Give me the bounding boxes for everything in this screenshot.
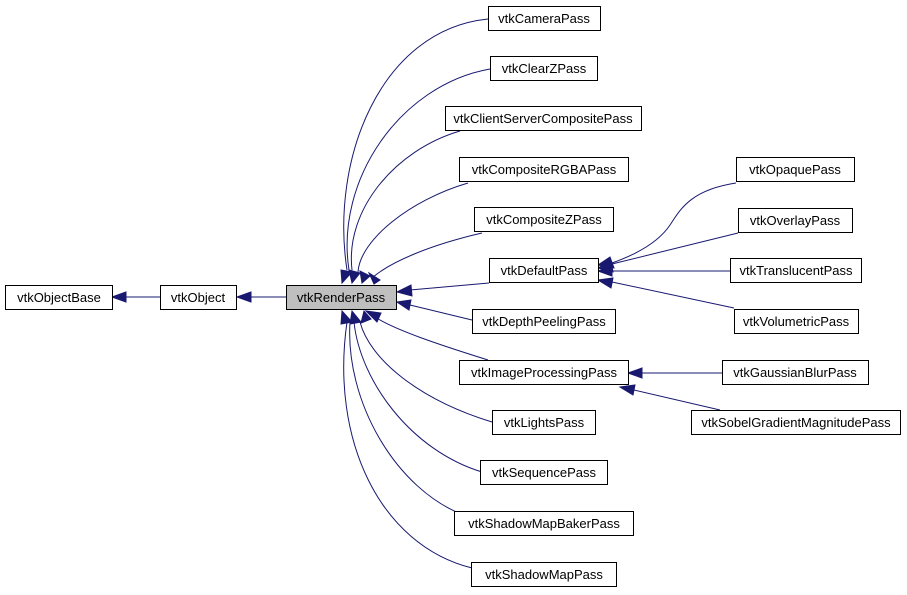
nodes: vtkObjectBase vtkObject vtkRenderPass vt…: [5, 6, 901, 587]
edge-imageprocessingpass: [374, 316, 489, 361]
node-label: vtkShadowMapPass: [485, 567, 603, 582]
node-vtkdefaultpass[interactable]: vtkDefaultPass: [489, 258, 599, 283]
arrowhead-renderpass-right-low: [395, 299, 412, 311]
arrowhead-renderpass-top-2: [348, 269, 361, 285]
node-label: vtkShadowMapBakerPass: [468, 516, 620, 531]
arrowhead-renderpass-top-3: [359, 270, 371, 284]
node-label: vtkDefaultPass: [501, 263, 588, 278]
arrowhead-defaultpass-4: [596, 277, 614, 289]
edge-opaquepass: [611, 182, 737, 264]
node-label: vtkImageProcessingPass: [471, 365, 617, 380]
node-vtkgaussianblurpass[interactable]: vtkGaussianBlurPass: [722, 360, 869, 385]
arrowhead-renderpass-right: [395, 284, 413, 297]
node-label: vtkCompositeZPass: [486, 212, 602, 227]
node-vtkrenderpass-current: vtkRenderPass: [286, 285, 397, 310]
arrowhead-renderpass-bottom-1: [340, 309, 353, 325]
arrowhead-renderpass-top-4: [367, 271, 381, 285]
node-vtkcamerapass[interactable]: vtkCameraPass: [488, 6, 601, 31]
node-label: vtkLightsPass: [504, 415, 585, 430]
node-label: vtkVolumetricPass: [743, 314, 850, 329]
edge-camerapass: [343, 18, 489, 271]
node-vtkclearzpass[interactable]: vtkClearZPass: [490, 56, 598, 81]
edge-overlaypass: [611, 232, 739, 265]
node-vtkopaquepass[interactable]: vtkOpaquePass: [736, 157, 855, 182]
node-label: vtkObjectBase: [17, 290, 101, 305]
node-label: vtkCameraPass: [498, 11, 590, 26]
node-label: vtkClearZPass: [502, 61, 587, 76]
edge-clearzpass: [346, 68, 491, 271]
node-vtkcompositergbapass[interactable]: vtkCompositeRGBAPass: [459, 157, 629, 182]
edge-depthpeelingpass: [409, 304, 473, 321]
node-label: vtkRenderPass: [297, 290, 386, 305]
edge-shadowmappass: [343, 321, 473, 569]
arrowhead-vtkobject: [235, 291, 252, 303]
node-vtktranslucentpass[interactable]: vtkTranslucentPass: [730, 258, 862, 283]
edge-clientservercompositepass: [350, 130, 461, 271]
node-label: vtkSobelGradientMagnitudePass: [701, 415, 891, 430]
arrowhead-imageprocessingpass-1: [626, 367, 643, 379]
edge-sequencepass: [353, 321, 483, 473]
node-label: vtkCompositeRGBAPass: [472, 162, 617, 177]
arrowhead-renderpass-bottom-4: [364, 310, 382, 323]
arrowhead-imageprocessingpass-2: [618, 384, 636, 396]
node-vtksequencepass[interactable]: vtkSequencePass: [480, 460, 608, 485]
edge-lightspass: [359, 321, 493, 423]
node-label: vtkSequencePass: [492, 465, 597, 480]
arrowhead-vtkobjectbase: [110, 291, 127, 303]
arrowhead-renderpass-bottom-3: [360, 309, 372, 324]
node-label: vtkOverlayPass: [750, 213, 841, 228]
node-vtkshadowmapbakerpass[interactable]: vtkShadowMapBakerPass: [454, 511, 634, 536]
arrowhead-renderpass-bottom-2: [349, 309, 362, 325]
edge-sobelgradientmagnitudepass: [633, 389, 721, 411]
arrowhead-defaultpass-3: [596, 265, 613, 277]
node-vtkvolumetricpass[interactable]: vtkVolumetricPass: [734, 309, 859, 334]
node-label: vtkClientServerCompositePass: [453, 111, 633, 126]
node-vtkoverlaypass[interactable]: vtkOverlayPass: [738, 208, 853, 233]
node-vtklightspass[interactable]: vtkLightsPass: [492, 410, 596, 435]
node-label: vtkObject: [171, 290, 226, 305]
node-vtkshadowmappass[interactable]: vtkShadowMapPass: [471, 562, 617, 587]
node-vtksobelgradientmagnitudepass[interactable]: vtkSobelGradientMagnitudePass: [691, 410, 901, 435]
node-label: vtkTranslucentPass: [740, 263, 853, 278]
node-label: vtkDepthPeelingPass: [482, 314, 606, 329]
node-vtkimageprocessingpass[interactable]: vtkImageProcessingPass: [459, 360, 629, 385]
node-vtkobject[interactable]: vtkObject: [160, 285, 237, 310]
node-label: vtkOpaquePass: [749, 162, 841, 177]
edge-compositergbapass: [357, 182, 469, 273]
node-vtkdepthpeelingpass[interactable]: vtkDepthPeelingPass: [472, 309, 616, 334]
node-label: vtkGaussianBlurPass: [733, 365, 857, 380]
edges: [110, 18, 739, 569]
node-vtkobjectbase[interactable]: vtkObjectBase: [5, 285, 113, 310]
edge-shadowmapbakerpass: [349, 321, 467, 517]
edge-volumetricpass: [611, 281, 735, 309]
node-vtkcompositezpass[interactable]: vtkCompositeZPass: [474, 207, 614, 232]
edge-compositezpass: [371, 232, 483, 279]
node-vtkclientservercompositepass[interactable]: vtkClientServerCompositePass: [445, 106, 642, 131]
edge-defaultpass: [409, 282, 490, 291]
